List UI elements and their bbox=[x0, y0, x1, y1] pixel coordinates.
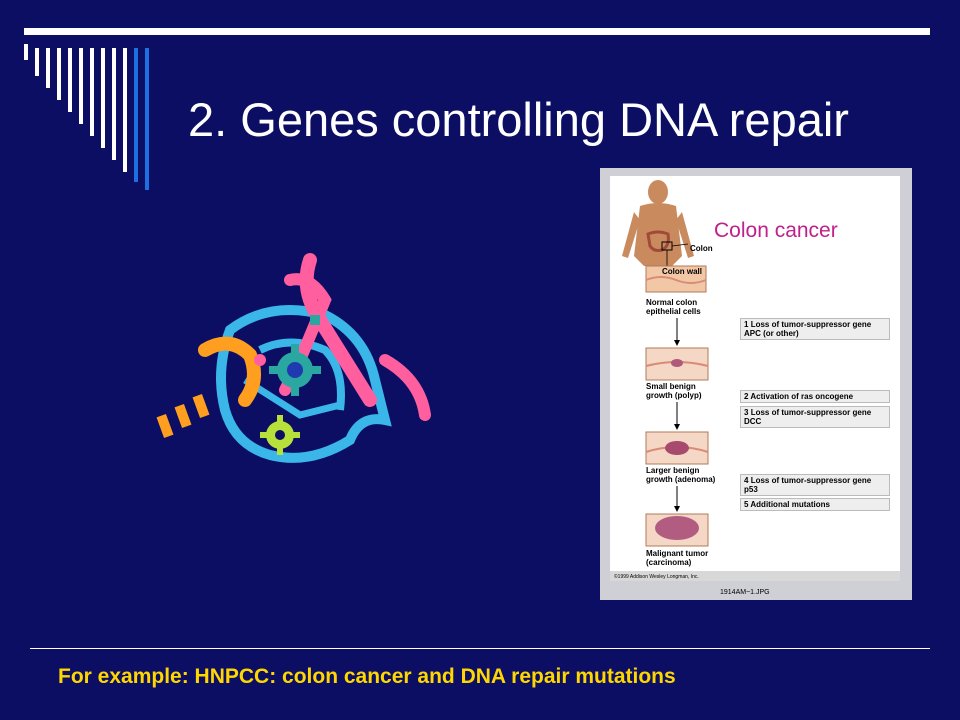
label-stage-normal: Normal colon epithelial cells bbox=[646, 298, 701, 316]
step-text: Additional mutations bbox=[750, 500, 830, 509]
label-colon: Colon bbox=[690, 244, 713, 253]
step-box-4: 4 Loss of tumor-suppressor gene p53 bbox=[740, 474, 890, 496]
step-number: 2 bbox=[744, 392, 749, 401]
step-number: 5 bbox=[744, 500, 749, 509]
step-box-5: 5 Additional mutations bbox=[740, 498, 890, 511]
figure-drawing bbox=[610, 180, 900, 581]
step-box-3: 3 Loss of tumor-suppressor gene DCC bbox=[740, 406, 890, 428]
step-box-2: 2 Activation of ras oncogene bbox=[740, 390, 890, 403]
top-rule bbox=[24, 28, 930, 35]
step-text: Loss of tumor-suppressor gene DCC bbox=[744, 408, 872, 426]
label-copyright: ©1999 Addison Wesley Longman, Inc. bbox=[614, 574, 699, 580]
step-text: Activation of ras oncogene bbox=[750, 392, 854, 401]
label-colon-wall: Colon wall bbox=[662, 267, 702, 276]
label-stage-carcinoma: Malignant tumor (carcinoma) bbox=[646, 549, 709, 567]
label-stage-polyp: Small benign growth (polyp) bbox=[646, 382, 702, 400]
footer-caption: For example: HNPCC: colon cancer and DNA… bbox=[58, 665, 676, 688]
vertical-bars-decoration-icon bbox=[24, 44, 149, 190]
dna-repair-clipart-icon bbox=[156, 253, 431, 463]
bottom-rule bbox=[30, 648, 930, 649]
figure-inner: Colon Colon wall Normal colon epithelial… bbox=[610, 176, 900, 581]
step-number: 1 bbox=[744, 320, 749, 329]
step-text: Loss of tumor-suppressor gene APC (or ot… bbox=[744, 320, 872, 338]
step-box-1: 1 Loss of tumor-suppressor gene APC (or … bbox=[740, 318, 890, 340]
step-number: 4 bbox=[744, 476, 749, 485]
slide-title: 2. Genes controlling DNA repair bbox=[188, 93, 849, 146]
colon-cancer-label: Colon cancer bbox=[712, 219, 840, 243]
step-number: 3 bbox=[744, 408, 749, 417]
label-filename: 1914AM~1.JPG bbox=[720, 589, 770, 596]
step-text: Loss of tumor-suppressor gene p53 bbox=[744, 476, 872, 494]
label-stage-adenoma: Larger benign growth (adenoma) bbox=[646, 466, 716, 484]
